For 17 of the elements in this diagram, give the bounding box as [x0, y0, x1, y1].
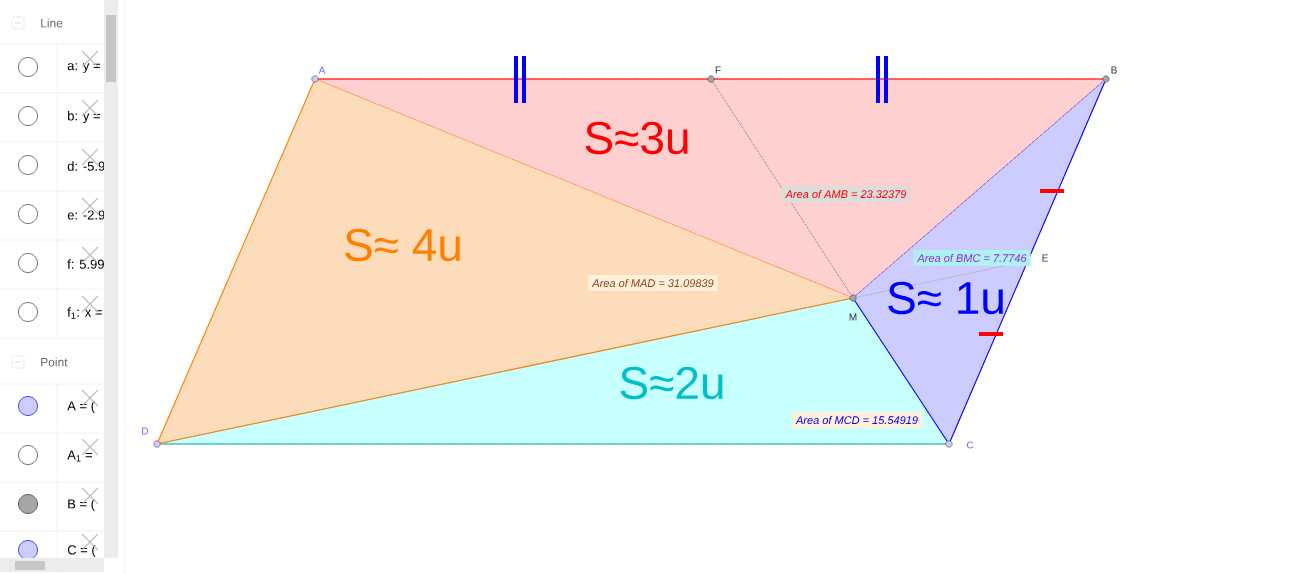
entry-text: e: -2.9 [67, 210, 105, 220]
point-label: C [966, 441, 974, 449]
section-heading: Line [41, 18, 63, 28]
point-label: A [318, 66, 326, 74]
area-estimate: S≈ 1u [888, 281, 1003, 315]
point-label: F [715, 66, 721, 74]
entry-text: f: 5.99 [67, 259, 104, 269]
point-label: M [849, 313, 857, 321]
section-heading: Point [41, 357, 68, 367]
area-estimate: S≈2u [620, 366, 723, 400]
entry-text: d: -5.9 [67, 161, 105, 171]
point-label: D [142, 427, 149, 435]
entry-text: A$_{1}$ = [67, 450, 92, 462]
point-label: E [1042, 254, 1048, 262]
point-label: B [1111, 66, 1117, 74]
area-estimate: S≈ 4u [345, 228, 460, 262]
area-estimate: S≈3u [585, 121, 688, 155]
